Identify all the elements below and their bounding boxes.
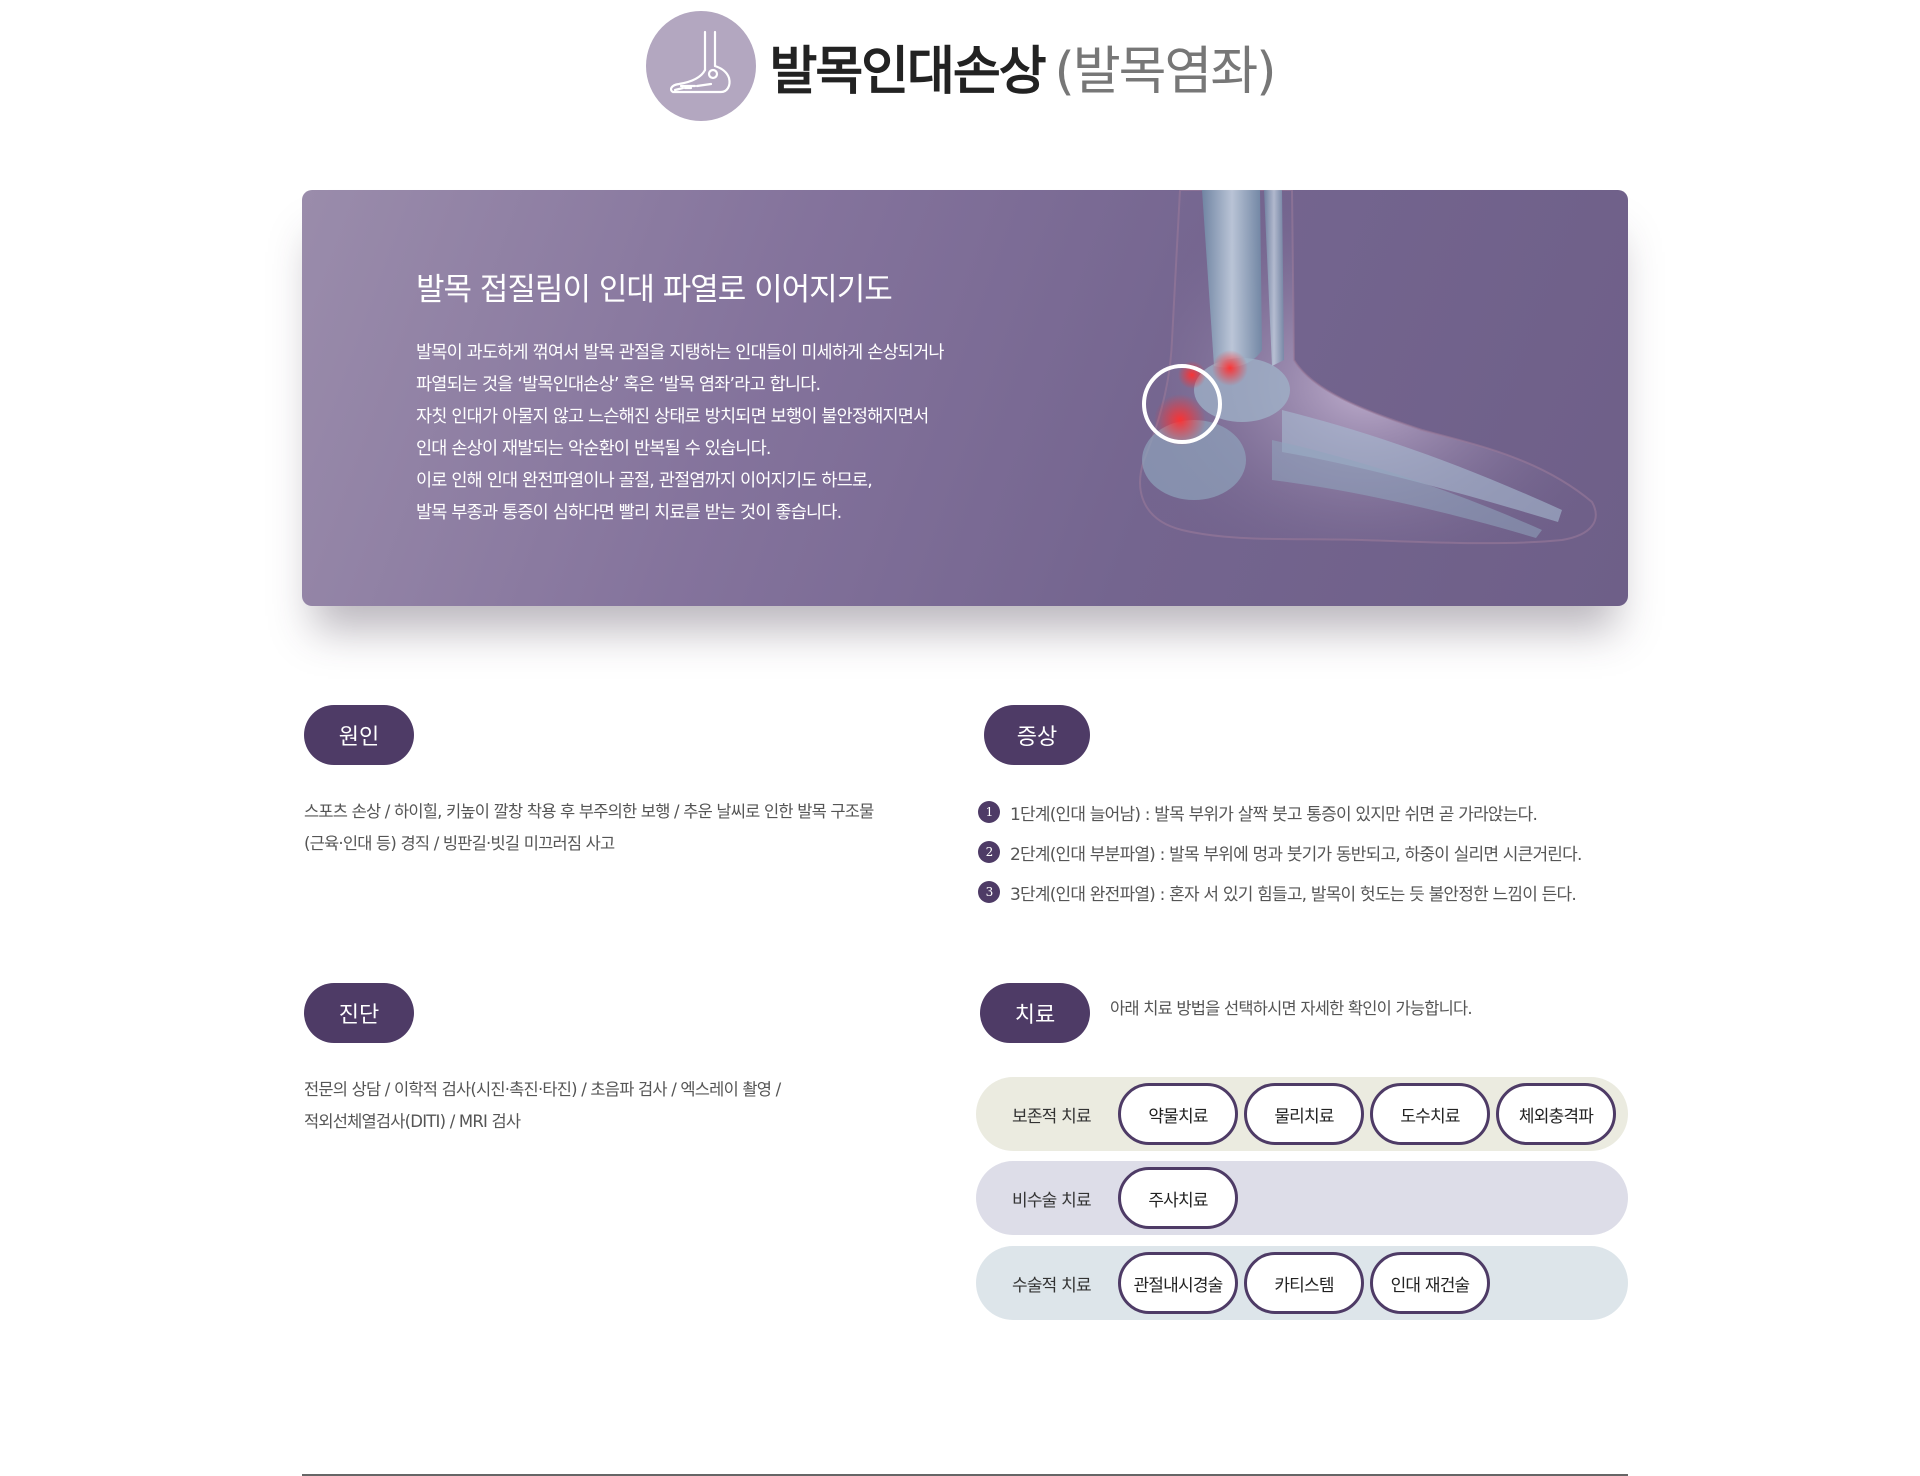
diagnosis-line: 전문의 상담 / 이학적 검사(시진·촉진·타진) / 초음파 검사 / 엑스레…	[304, 1080, 781, 1099]
symptom-text: 3단계(인대 완전파열) : 혼자 서 있기 힘들고, 발목이 헛도는 듯 불안…	[1010, 884, 1577, 905]
row-label: 보존적 치료	[1012, 1106, 1092, 1127]
injection-button[interactable]: 주사치료	[1118, 1167, 1238, 1229]
treatment-row-surgical: 수술적 치료 관절내시경술 카티스템 인대 재건술	[976, 1246, 1628, 1320]
symptom-item: 1 1단계(인대 늘어남) : 발목 부위가 살짝 붓고 통증이 있지만 쉬면 …	[978, 792, 1618, 832]
banner-line: 발목 부종과 통증이 심하다면 빨리 치료를 받는 것이 좋습니다.	[416, 503, 842, 523]
banner-line: 파열되는 것을 ‘발목인대손상’ 혹은 ‘발목 염좌’라고 합니다.	[416, 375, 821, 395]
ligament-reconstruction-button[interactable]: 인대 재건술	[1370, 1252, 1490, 1314]
ankle-illustration	[1139, 190, 1597, 545]
manual-therapy-button[interactable]: 도수치료	[1370, 1083, 1490, 1145]
symptom-text: 2단계(인대 부분파열) : 발목 부위에 멍과 붓기가 동반되고, 하중이 실…	[1010, 844, 1582, 865]
banner-heading: 발목 접질림이 인대 파열로 이어지기도	[416, 272, 893, 308]
symptom-item: 2 2단계(인대 부분파열) : 발목 부위에 멍과 붓기가 동반되고, 하중이…	[978, 832, 1618, 872]
banner-line: 자칫 인대가 아물지 않고 느슨해진 상태로 방치되면 보행이 불안정해지면서	[416, 407, 929, 427]
symptom-label: 증상	[984, 705, 1090, 765]
step-number: 1	[978, 801, 1000, 823]
diagnosis-label: 진단	[304, 983, 414, 1043]
banner-line: 이로 인해 인대 완전파열이나 골절, 관절염까지 이어지기도 하므로,	[416, 471, 873, 491]
step-number: 2	[978, 841, 1000, 863]
symptom-item: 3 3단계(인대 완전파열) : 혼자 서 있기 힘들고, 발목이 헛도는 듯 …	[978, 872, 1618, 912]
page-title: 발목인대손상	[769, 41, 1047, 102]
cause-line: 스포츠 손상 / 하이힐, 키높이 깔창 착용 후 부주의한 보행 / 추운 날…	[304, 802, 874, 821]
banner-line: 인대 손상이 재발되는 악순환이 반복될 수 있습니다.	[416, 439, 771, 459]
intro-banner: 발목 접질림이 인대 파열로 이어지기도 발목이 과도하게 꺾여서 발목 관절을…	[302, 190, 1628, 606]
treatment-row-conservative: 보존적 치료 약물치료 물리치료 도수치료 체외충격파	[976, 1077, 1628, 1151]
banner-body: 발목이 과도하게 꺾여서 발목 관절을 지탱하는 인대들이 미세하게 손상되거나…	[416, 337, 976, 529]
shockwave-button[interactable]: 체외충격파	[1496, 1083, 1616, 1145]
physical-therapy-button[interactable]: 물리치료	[1244, 1083, 1364, 1145]
banner-line: 발목이 과도하게 꺾여서 발목 관절을 지탱하는 인대들이 미세하게 손상되거나	[416, 343, 945, 363]
step-number: 3	[978, 881, 1000, 903]
diagnosis-text: 전문의 상담 / 이학적 검사(시진·촉진·타진) / 초음파 검사 / 엑스레…	[304, 1074, 924, 1138]
cause-text: 스포츠 손상 / 하이힐, 키높이 깔창 착용 후 부주의한 보행 / 추운 날…	[304, 796, 924, 860]
page-header: 발목인대손상 (발목염좌)	[0, 10, 1920, 122]
symptom-text: 1단계(인대 늘어남) : 발목 부위가 살짝 붓고 통증이 있지만 쉬면 곧 …	[1010, 804, 1538, 825]
page-subtitle: (발목염좌)	[1054, 41, 1277, 102]
treatment-label: 치료	[980, 983, 1090, 1043]
treatment-note: 아래 치료 방법을 선택하시면 자세한 확인이 가능합니다.	[1110, 999, 1473, 1018]
bottom-divider	[302, 1474, 1628, 1476]
banner-text: 발목 접질림이 인대 파열로 이어지기도 발목이 과도하게 꺾여서 발목 관절을…	[416, 264, 976, 529]
foot-icon	[645, 11, 756, 121]
treatment-row-nonsurgical: 비수술 치료 주사치료	[976, 1161, 1628, 1235]
cartistem-button[interactable]: 카티스템	[1244, 1252, 1364, 1314]
symptom-list: 1 1단계(인대 늘어남) : 발목 부위가 살짝 붓고 통증이 있지만 쉬면 …	[978, 792, 1618, 912]
arthroscopy-button[interactable]: 관절내시경술	[1118, 1252, 1238, 1314]
diagnosis-line: 적외선체열검사(DITI) / MRI 검사	[304, 1112, 521, 1131]
cause-line: (근육·인대 등) 경직 / 빙판길·빗길 미끄러짐 사고	[304, 834, 615, 853]
row-label: 비수술 치료	[1012, 1190, 1092, 1211]
medication-button[interactable]: 약물치료	[1118, 1083, 1238, 1145]
cause-label: 원인	[304, 705, 414, 765]
row-label: 수술적 치료	[1012, 1275, 1092, 1296]
